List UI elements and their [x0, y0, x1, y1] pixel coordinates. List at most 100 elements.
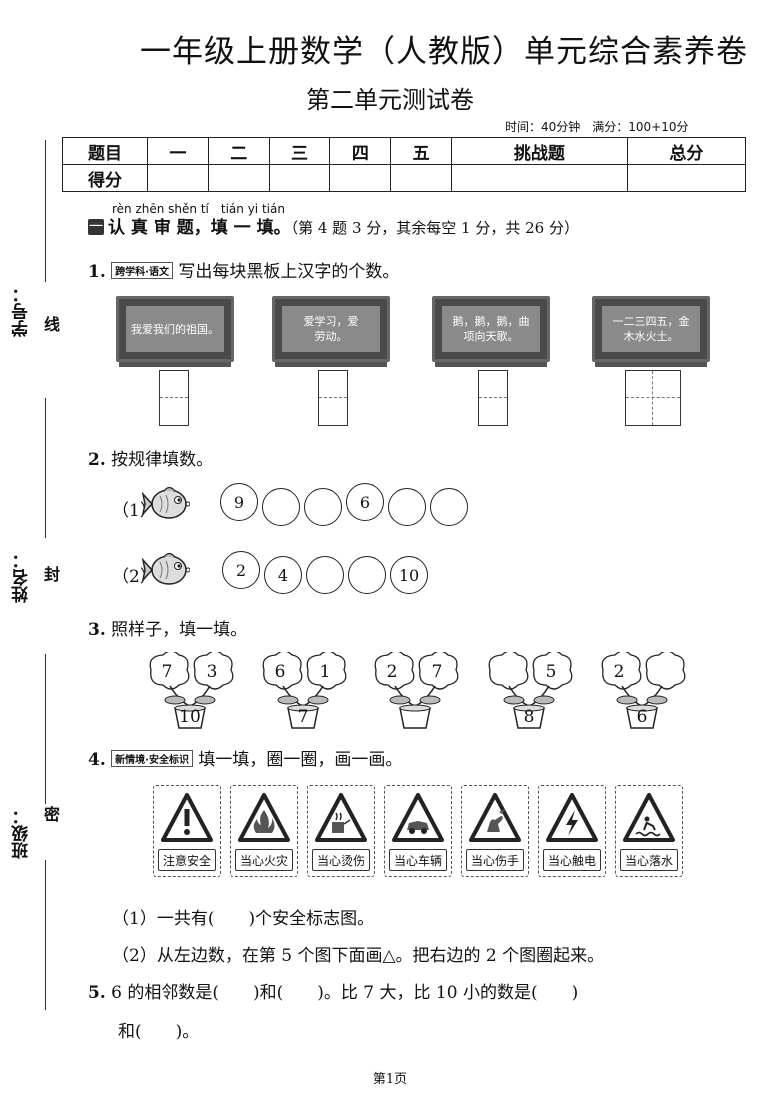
- circle-number: [388, 488, 426, 526]
- student-id-label: 学号：: [12, 286, 32, 337]
- flower-left-number: 2: [613, 662, 625, 682]
- question-4-sub-1: （1）一共有( )个安全标志图。: [112, 909, 375, 929]
- hand-injury-warning-icon: [469, 793, 521, 842]
- pot-number[interactable]: [397, 699, 433, 735]
- blackboard: 我爱我们的祖国。: [116, 296, 234, 367]
- score-input-cell[interactable]: [268, 164, 331, 192]
- score-input-cell[interactable]: [451, 164, 628, 192]
- flower-pot-group: 2 6: [597, 652, 687, 730]
- score-header-cell: 三: [268, 137, 331, 165]
- circle-slot[interactable]: [262, 488, 300, 526]
- binding-line: [45, 140, 46, 282]
- score-input-cell[interactable]: [626, 164, 747, 192]
- exam-meta: 时间：40分钟 满分：100+10分: [505, 120, 689, 134]
- safety-sign-label: 当心落水: [620, 849, 678, 871]
- binding-line: [45, 860, 46, 1010]
- score-input-cell[interactable]: [329, 164, 392, 192]
- student-name-label: 姓名：: [12, 552, 32, 603]
- circle-number: [306, 556, 344, 594]
- safety-sign[interactable]: 当心触电: [538, 785, 606, 877]
- blackboard-text: 我爱我们的祖国。: [126, 306, 224, 352]
- blackboard: 一二三四五，金木水火土。: [592, 296, 710, 367]
- drowning-warning-icon: [623, 793, 675, 842]
- score-header-cell: 挑战题: [451, 137, 628, 165]
- section-pinyin: rèn zhēn shěn tí tián yi tián: [112, 202, 285, 216]
- flower-pot-icon: [488, 652, 573, 729]
- question-4: 4. 新情境·安全标识 填一填，圈一圈，画一画。: [88, 745, 402, 770]
- question-text: 6 的相邻数是( )和( )。比 7 大，比 10 小的数是( ): [111, 983, 579, 1003]
- flower-left-number[interactable]: [488, 654, 524, 690]
- answer-box[interactable]: [625, 370, 681, 426]
- circle-number: 2: [222, 551, 260, 589]
- circle-slot[interactable]: 2: [222, 551, 260, 589]
- binding-line: [45, 398, 46, 538]
- pot-number: 7: [297, 707, 309, 727]
- blackboard-text: 一二三四五，金木水火土。: [602, 306, 700, 352]
- flower-right-number: 3: [206, 662, 218, 682]
- circle-slot[interactable]: [388, 488, 426, 526]
- electric-shock-warning-icon: [546, 793, 598, 842]
- question-number: 2.: [88, 450, 106, 470]
- circle-slot[interactable]: [348, 556, 386, 594]
- vehicle-warning-icon: [392, 793, 444, 842]
- safety-sign-label: 当心火灾: [235, 849, 293, 871]
- question-4-sub-2: （2）从左边数，在第 5 个图下面画△。把右边的 2 个图圈起来。: [112, 946, 605, 966]
- safety-sign-label: 当心烫伤: [312, 849, 370, 871]
- answer-box[interactable]: [318, 370, 348, 426]
- circle-slot[interactable]: 4: [264, 556, 302, 594]
- circle-slot[interactable]: 9: [220, 483, 258, 521]
- circle-slot[interactable]: 10: [390, 556, 428, 594]
- score-input-cell[interactable]: [207, 164, 270, 192]
- circle-slot[interactable]: 6: [346, 483, 384, 521]
- circle-number: 4: [264, 556, 302, 594]
- safety-sign-label: 当心车辆: [389, 849, 447, 871]
- score-header-cell: 题目: [62, 137, 148, 165]
- score-header-cell: 一: [147, 137, 209, 165]
- circle-slot[interactable]: [304, 488, 342, 526]
- answer-box[interactable]: [478, 370, 508, 426]
- safety-sign[interactable]: 当心伤手: [461, 785, 529, 877]
- safety-sign[interactable]: 当心火灾: [230, 785, 298, 877]
- flower-pot-icon: [262, 652, 347, 729]
- answer-box[interactable]: [159, 370, 189, 426]
- flower-right-number: 1: [319, 662, 331, 682]
- safety-sign[interactable]: 当心车辆: [384, 785, 452, 877]
- score-input-cell[interactable]: [147, 164, 209, 192]
- pot-number: 8: [523, 707, 535, 727]
- question-number: 5.: [88, 983, 106, 1003]
- flower-pot-group: 7 3 10: [145, 652, 235, 730]
- question-text: 写出每块黑板上汉字的个数。: [178, 262, 400, 282]
- question-3: 3. 照样子，填一填。: [88, 615, 247, 640]
- flower-pot-group: 2 7: [370, 652, 460, 730]
- flower-right-number[interactable]: [646, 654, 682, 690]
- circle-slot[interactable]: [430, 488, 468, 526]
- blackboard-text: 爱学习，爱劳动。: [282, 306, 380, 352]
- class-label: 班级：: [12, 808, 32, 859]
- seal-mi-label: 密: [41, 806, 60, 822]
- flower-pot-icon: [601, 652, 686, 729]
- blackboard: 鹅，鹅，鹅，曲项向天歌。: [432, 296, 550, 367]
- fish-icon: [142, 486, 190, 519]
- question-tag: 新情境·安全标识: [111, 750, 193, 767]
- circle-number: [430, 488, 468, 526]
- flower-pot-group: 6 1 7: [258, 652, 348, 730]
- safety-sign[interactable]: 当心烫伤: [307, 785, 375, 877]
- safety-sign[interactable]: 注意安全: [153, 785, 221, 877]
- circle-slot[interactable]: [306, 556, 344, 594]
- fish-icon: [142, 552, 190, 585]
- flower-pot-icon: [374, 652, 459, 729]
- circle-number: [348, 556, 386, 594]
- question-text: 填一填，圈一圈，画一画。: [198, 750, 403, 770]
- section-number-badge: 一: [88, 219, 104, 235]
- score-header-cell: 二: [207, 137, 270, 165]
- question-text: 按规律填数。: [111, 450, 214, 470]
- score-input-cell[interactable]: [390, 164, 453, 192]
- flower-right-number: 5: [545, 662, 557, 682]
- question-number: 3.: [88, 620, 106, 640]
- circle-number: 9: [220, 483, 258, 521]
- question-text: 照样子，填一填。: [111, 620, 248, 640]
- safety-sign[interactable]: 当心落水: [615, 785, 683, 877]
- question-5: 5. 6 的相邻数是( )和( )。比 7 大，比 10 小的数是( ): [88, 978, 578, 1003]
- section-title: 认 真 审 题，填 一 填。: [108, 218, 291, 238]
- seal-feng-label: 封: [41, 566, 60, 582]
